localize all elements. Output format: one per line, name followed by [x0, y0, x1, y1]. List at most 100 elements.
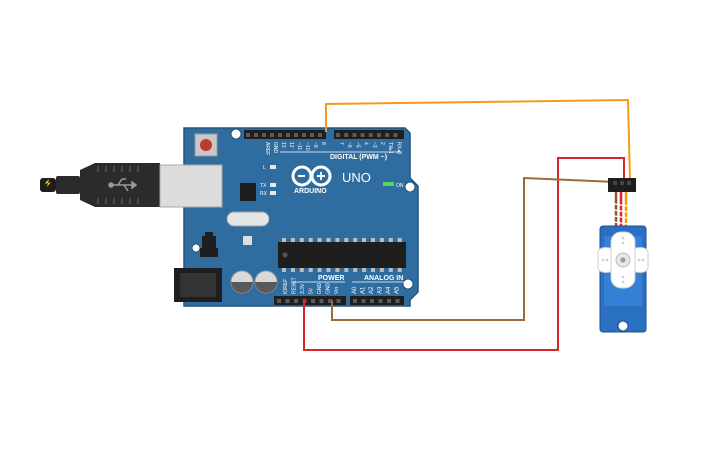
board-model: UNO	[342, 170, 371, 185]
digital-pin-label: ~6	[346, 142, 352, 148]
pin-hole[interactable]	[352, 133, 357, 137]
digital-pin-label: 2	[379, 142, 385, 145]
servo-pin-power	[620, 181, 624, 185]
digital-pin-label: 13	[280, 142, 286, 148]
pin-hole[interactable]	[311, 299, 315, 303]
pin-hole[interactable]	[278, 133, 282, 137]
usb-grip-lines	[97, 166, 139, 204]
smd-component	[243, 236, 252, 245]
led-l-label: L	[263, 165, 266, 171]
analog-pin-label: A5	[395, 286, 401, 294]
analog-pin-label: A4	[386, 286, 392, 294]
pin-hole[interactable]	[385, 133, 390, 137]
pin-hole[interactable]	[318, 133, 322, 137]
pin-hole[interactable]	[270, 133, 274, 137]
servo-pin-signal	[627, 181, 631, 185]
pin-hole[interactable]	[370, 299, 374, 303]
power-pin-label: GND	[317, 283, 323, 295]
power-pin-label: IOREF	[283, 279, 289, 294]
pin-hole[interactable]	[294, 133, 298, 137]
pin-hole[interactable]	[395, 299, 400, 303]
pin-hole[interactable]	[361, 299, 366, 303]
digital-pin-label: 8	[320, 142, 326, 145]
servo-horn-holes	[601, 236, 645, 284]
wire-ground[interactable]	[331, 176, 617, 321]
micro-servo[interactable]	[597, 178, 649, 333]
digital-pin-label: TX▸1	[387, 142, 393, 154]
digital-pin-label: AREF	[264, 142, 270, 155]
led-tx-label: TX	[260, 183, 267, 189]
digital-pin-label: ~5	[354, 142, 360, 148]
power-pin-label: GND	[326, 283, 332, 295]
digital-header-label: DIGITAL (PWM ~)	[330, 154, 387, 161]
pin-hole[interactable]	[378, 299, 383, 303]
capacitor	[230, 270, 254, 294]
digital-pin-label: ~9	[312, 142, 318, 148]
usb-b-jack	[159, 164, 223, 208]
power-header	[274, 296, 346, 305]
power-pin-label: Vin	[334, 287, 340, 294]
atmega-microcontroller	[278, 242, 406, 268]
arduino-infinity-logo-icon	[291, 165, 332, 187]
pin-hole[interactable]	[336, 299, 341, 303]
digital-pin-label: 12	[288, 142, 294, 148]
pin-hole[interactable]	[319, 299, 324, 303]
pin-hole[interactable]	[368, 133, 373, 137]
digital-pin-label: 4	[363, 142, 369, 145]
pin-hole[interactable]	[387, 299, 391, 303]
voltage-regulator	[202, 236, 216, 248]
analog-pin-label: A0	[352, 286, 358, 294]
on-led-label: ON	[396, 183, 404, 189]
capacitor	[254, 270, 278, 294]
analog-pin-label: A3	[378, 286, 384, 294]
power-pin-label: RESET	[292, 277, 298, 294]
pin-hole[interactable]	[277, 299, 281, 303]
wire-signal[interactable]	[325, 98, 631, 181]
digital-pin-label: 7	[338, 142, 344, 145]
pin-hole[interactable]	[310, 133, 314, 137]
pin-hole[interactable]	[285, 299, 290, 303]
pin-hole[interactable]	[344, 133, 349, 137]
lightning-icon	[45, 179, 51, 187]
digital-pin-label: ~11	[296, 142, 302, 150]
power-header-label: POWER	[318, 275, 344, 282]
pin-hole[interactable]	[302, 133, 306, 137]
digital-pin-holes	[246, 133, 398, 137]
servo-horn[interactable]	[597, 231, 649, 289]
board-brand: ARDUINO	[294, 188, 327, 195]
crystal-oscillator	[226, 211, 270, 227]
bottom-pin-holes	[277, 299, 400, 303]
pin-hole[interactable]	[377, 133, 381, 137]
usb-cable-strain	[56, 176, 80, 194]
wire-power[interactable]	[303, 157, 625, 351]
voltage-regulator-base	[200, 248, 218, 257]
led-l	[270, 165, 276, 169]
mounting-hole	[404, 181, 416, 193]
dc-power-jack-inner	[180, 273, 216, 297]
pin-hole[interactable]	[294, 299, 298, 303]
atmega-pins	[282, 238, 402, 272]
pin-hole[interactable]	[360, 133, 365, 137]
digital-pin-label: ~3	[371, 142, 377, 148]
analog-header	[350, 296, 404, 305]
pin-hole[interactable]	[286, 133, 290, 137]
pin-hole[interactable]	[353, 299, 357, 303]
pin-hole[interactable]	[246, 133, 250, 137]
pin-hole[interactable]	[336, 133, 340, 137]
digital-pin-label: GND	[272, 142, 278, 154]
pin-hole[interactable]	[393, 133, 398, 137]
on-led	[383, 182, 394, 186]
power-pin-label: 3.3V	[300, 283, 306, 294]
mounting-hole	[191, 243, 201, 253]
pin-hole[interactable]	[328, 299, 332, 303]
pin-hole[interactable]	[262, 133, 266, 137]
servo-pin-ground	[613, 181, 617, 185]
pin-hole[interactable]	[254, 133, 258, 137]
usb-interface-chip	[240, 183, 256, 201]
digital-pin-label: ~10	[304, 142, 310, 151]
analog-header-label: ANALOG IN	[364, 275, 403, 282]
led-rx	[270, 191, 276, 195]
digital-pin-label: RX◂0	[395, 142, 401, 154]
